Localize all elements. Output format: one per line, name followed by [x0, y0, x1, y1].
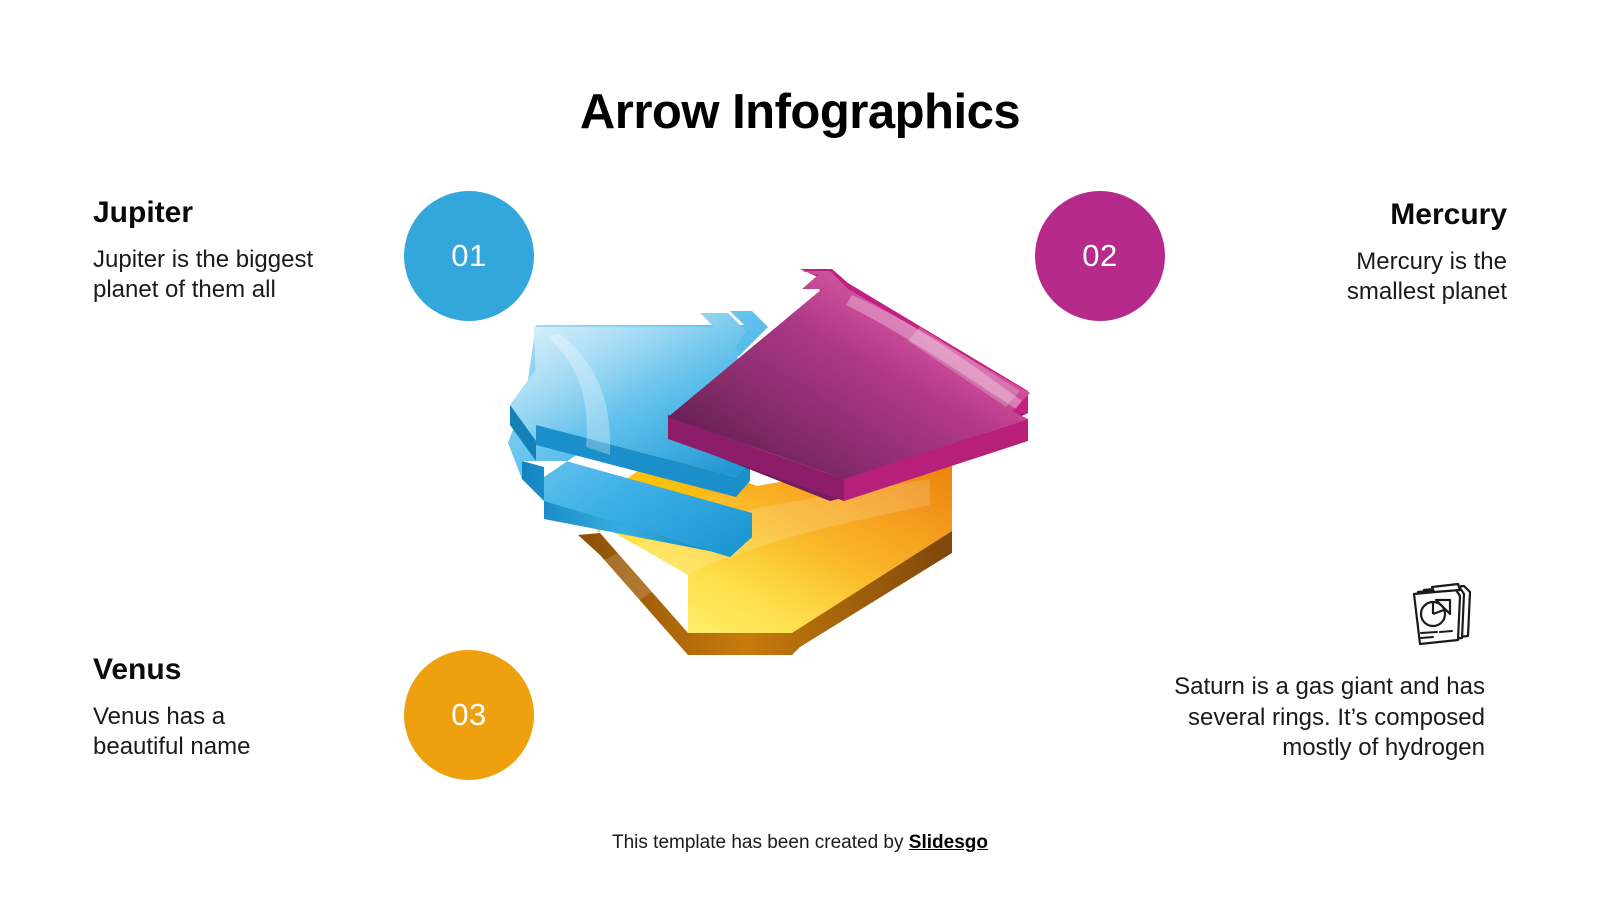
number-marker-01[interactable]: 01: [404, 191, 534, 321]
info-block-venus-heading: Venus: [93, 653, 182, 686]
info-block-mercury-body: Mercury is the smallest planet: [1346, 247, 1507, 306]
arrow-shape-magenta: [668, 269, 1030, 501]
number-marker-03[interactable]: 03: [404, 650, 534, 780]
number-marker-02-label: 02: [1082, 238, 1118, 273]
info-block-mercury: Mercury Mercury is the smallest planet: [1195, 198, 1507, 308]
page-title: Arrow Infographics: [579, 85, 1021, 139]
info-block-jupiter-heading: Jupiter: [93, 196, 194, 229]
number-marker-01-label: 01: [451, 238, 487, 273]
slidesgo-link[interactable]: Slidesgo: [908, 832, 988, 853]
info-block-mercury-heading: Mercury: [1390, 198, 1507, 231]
info-block-jupiter-body: Jupiter is the biggest planet of them al…: [93, 245, 314, 304]
info-block-venus: Venus Venus has a beautiful name: [93, 653, 393, 763]
info-block-venus-body: Venus has a beautiful name: [93, 702, 251, 761]
info-block-saturn-body: Saturn is a gas giant and has several ri…: [1174, 673, 1485, 762]
footer-text: This template has been created by: [612, 832, 909, 853]
footer: This template has been created by Slides…: [0, 832, 1600, 854]
arrow-shape-orange: [578, 435, 952, 655]
info-block-saturn: Saturn is a gas giant and has several ri…: [1085, 672, 1485, 764]
report-chart-icon: [1406, 578, 1478, 646]
info-block-jupiter: Jupiter Jupiter is the biggest planet of…: [93, 196, 393, 306]
number-marker-03-label: 03: [451, 697, 487, 732]
arrow-diagram: [500, 265, 1080, 685]
number-marker-02[interactable]: 02: [1035, 191, 1165, 321]
